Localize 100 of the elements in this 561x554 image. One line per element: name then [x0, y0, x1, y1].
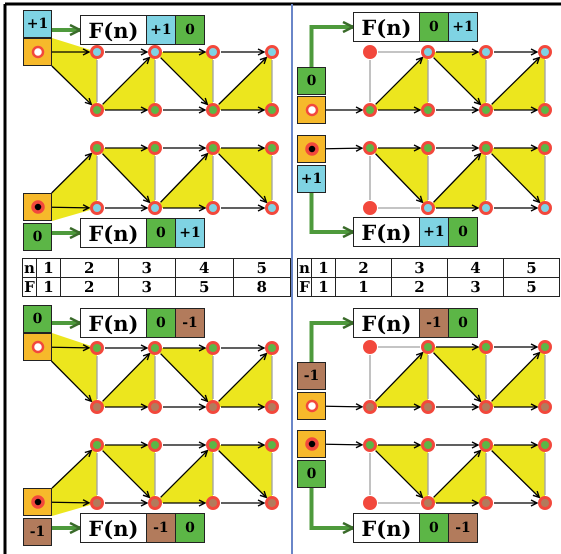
connector-line: [485, 60, 487, 102]
vertex-node: [479, 340, 493, 354]
function-label: F(n): [87, 310, 140, 337]
vertex-node: [206, 45, 220, 59]
vertex-node: [90, 201, 104, 215]
vertex-node: [421, 400, 435, 414]
arrow: [163, 344, 206, 352]
value-box: 0: [297, 67, 326, 95]
vertex-node: [421, 103, 435, 117]
vertex-node: [265, 201, 279, 215]
vertex-node: [148, 201, 162, 215]
function-box: [80, 15, 205, 45]
table-cell: 2: [60, 278, 118, 296]
arrow: [494, 403, 538, 411]
function-box: [80, 218, 205, 248]
connector-line: [154, 156, 156, 200]
arrow: [378, 441, 421, 449]
value-box: +1: [297, 165, 326, 193]
table-cell: 1: [36, 278, 60, 296]
connector-line: [271, 453, 273, 495]
arrow: [52, 48, 90, 56]
vertex-node: [363, 45, 377, 59]
vertex-node: [90, 400, 104, 414]
vertex-node: [90, 45, 104, 59]
row-header-cell: F: [22, 278, 36, 296]
vertex-node: [265, 438, 279, 452]
arrow: [326, 403, 363, 410]
function-label: F(n): [360, 218, 412, 246]
vertex-node: [363, 201, 377, 215]
vertex-node: [421, 438, 435, 452]
table-cell: 3: [448, 278, 504, 296]
arrow: [494, 441, 538, 449]
vertex-node: [538, 340, 552, 354]
arrow: [436, 403, 479, 411]
connector-line: [212, 356, 214, 399]
value-cell: 0: [146, 219, 175, 247]
start-box: [297, 96, 326, 124]
value-box: 0: [23, 223, 52, 251]
vertex-node: [363, 340, 377, 354]
function-label: F(n): [360, 310, 412, 337]
vertex-node: [538, 201, 552, 215]
vertex-node: [479, 496, 493, 510]
connector-line: [378, 346, 420, 348]
start-box: [23, 333, 52, 361]
value-cell: -1: [174, 309, 204, 337]
start-box: [297, 430, 326, 458]
arrow: [52, 24, 82, 36]
arrow: [221, 48, 265, 56]
table-cell: 2: [336, 258, 392, 278]
value-cell: +1: [418, 218, 448, 246]
arrow: [436, 499, 479, 507]
arrow: [163, 106, 206, 114]
value-cell: +1: [146, 16, 175, 44]
connector-line: [378, 502, 420, 504]
row-header-cell: n: [298, 258, 312, 278]
connector-line: [544, 156, 546, 200]
table-cell: 5: [504, 258, 560, 278]
arrow: [378, 106, 421, 114]
vertex-node: [363, 141, 377, 155]
arrow: [326, 441, 363, 448]
value-cell: +1: [174, 219, 204, 247]
arrow: [310, 20, 354, 67]
function-label: F(n): [87, 16, 140, 44]
arrow: [310, 316, 354, 362]
arrow: [221, 403, 265, 411]
arrow: [378, 144, 421, 152]
start-box: [23, 38, 52, 66]
vertex-node: [265, 496, 279, 510]
vertex-node: [421, 201, 435, 215]
connector-line: [96, 453, 98, 495]
value-cell: +1: [448, 13, 478, 41]
arrow: [221, 204, 265, 212]
arrow: [163, 204, 206, 212]
function-label: F(n): [87, 514, 140, 542]
arrow: [310, 488, 354, 534]
table-cell: 5: [233, 258, 290, 278]
table-cell: 8: [233, 278, 290, 296]
function-label: F(n): [360, 514, 412, 542]
arrow: [436, 106, 479, 114]
start-box: [23, 488, 52, 516]
arrow: [51, 66, 92, 106]
table-cell: 1: [36, 258, 60, 278]
arrow: [378, 403, 421, 411]
table-cell: 4: [176, 258, 233, 278]
connector-line: [369, 156, 371, 200]
vertex-node: [421, 45, 435, 59]
table-cell: 4: [448, 258, 504, 278]
function-box: [353, 217, 478, 247]
vertex-node: [479, 103, 493, 117]
connector-line: [96, 60, 98, 102]
value-cell: 0: [448, 218, 478, 246]
connector-line: [485, 453, 487, 495]
arrow: [326, 106, 363, 114]
arrow: [163, 403, 206, 411]
vertex-node: [90, 103, 104, 117]
vertex-node: [148, 438, 162, 452]
arrow: [494, 106, 538, 114]
connector-line: [271, 60, 273, 102]
connector-line: [544, 60, 546, 102]
value-cell: 0: [448, 309, 478, 337]
